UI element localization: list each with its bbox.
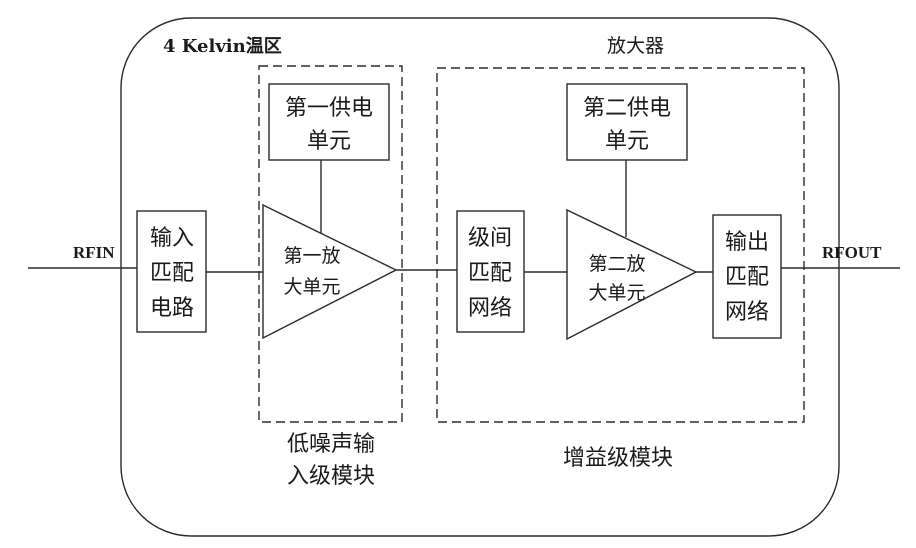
first-power-line-1: 第一供电 — [285, 96, 373, 121]
output-match-line-3: 网络 — [725, 300, 769, 325]
lna-module-caption-line-1: 低噪声输 — [287, 432, 375, 457]
second-amp-line-2: 大单元 — [588, 282, 645, 304]
interstage-line-1: 级间 — [468, 226, 512, 251]
gain-module-caption: 增益级模块 — [563, 446, 673, 471]
output-match-line-1: 输出 — [725, 230, 769, 255]
first-amplifier-triangle — [263, 205, 396, 338]
lna-module-caption-line-2: 入级模块 — [287, 464, 375, 489]
second-power-line-1: 第二供电 — [583, 96, 671, 121]
input-match-line-2: 匹配 — [150, 261, 194, 286]
second-power-line-2: 单元 — [605, 129, 649, 154]
first-amp-line-2: 大单元 — [283, 276, 340, 298]
interstage-line-3: 网络 — [468, 296, 512, 321]
input-match-line-1: 输入 — [150, 226, 194, 251]
second-amp-line-1: 第二放 — [588, 253, 645, 275]
rfout-label: RFOUT — [822, 243, 882, 262]
amplifier-label: 放大器 — [607, 35, 664, 57]
input-match-line-3: 电路 — [150, 296, 194, 321]
first-power-line-2: 单元 — [307, 129, 351, 154]
output-match-line-2: 匹配 — [725, 265, 769, 290]
interstage-line-2: 匹配 — [468, 261, 512, 286]
first-amp-line-1: 第一放 — [283, 245, 340, 267]
rfin-label: RFIN — [73, 243, 115, 262]
zone-label: 4 Kelvin温区 — [163, 36, 282, 57]
